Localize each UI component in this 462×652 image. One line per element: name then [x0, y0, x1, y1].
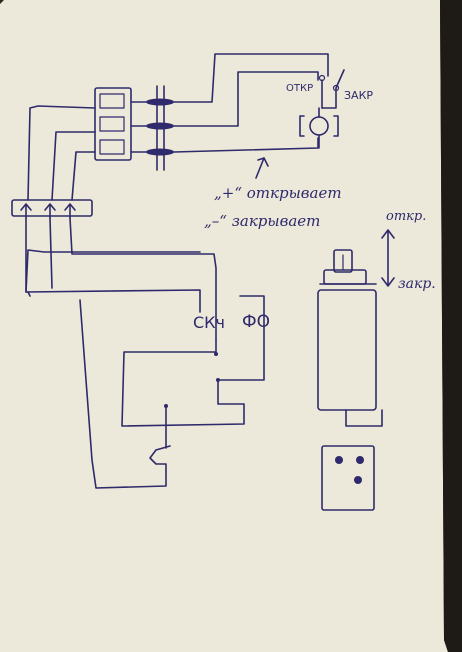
lower-loop	[121, 339, 245, 427]
arrow-open-close	[381, 229, 395, 287]
note-plus-opens: „+“ открывает	[214, 184, 342, 202]
screw-terminal-1	[146, 98, 174, 106]
node-sk	[214, 352, 218, 356]
node-fo	[216, 378, 220, 382]
terminal-connector	[94, 87, 132, 161]
actuator-drawing	[317, 249, 383, 427]
label-switch-open: ОТКР	[286, 83, 313, 94]
plate-hole-2	[356, 456, 364, 464]
wire-top-to-switch	[173, 53, 329, 103]
wire-fo	[25, 249, 201, 297]
label-sk: СКч	[193, 313, 225, 332]
limit-switch	[318, 69, 345, 109]
screw-terminal-3	[146, 148, 174, 156]
wire-left-third	[69, 151, 217, 341]
screw-terminal-2	[146, 122, 174, 130]
note-minus-closes: „–“ закрывает	[204, 212, 320, 230]
screw-terminals	[146, 85, 174, 171]
paper-shadow	[440, 0, 462, 652]
push-button	[79, 299, 171, 489]
motor-symbol	[299, 107, 339, 149]
wire-bottom-to-motor	[173, 137, 319, 153]
note-arrow	[255, 157, 269, 179]
wire-left-inner	[49, 131, 96, 289]
wire-mid-to-motor	[173, 71, 319, 127]
plate-hole-1	[335, 456, 343, 464]
plate-hole-3	[354, 476, 362, 484]
label-arrow-close: закр.	[398, 276, 436, 292]
mounting-plate	[321, 445, 375, 511]
wire-left-outer	[25, 105, 201, 313]
wire-to-fo	[217, 295, 265, 381]
label-arrow-open: откр.	[386, 209, 426, 224]
paper-sheet	[0, 0, 448, 652]
label-switch-close: ЗАКР	[344, 89, 373, 102]
label-fo: ФО	[242, 312, 270, 332]
